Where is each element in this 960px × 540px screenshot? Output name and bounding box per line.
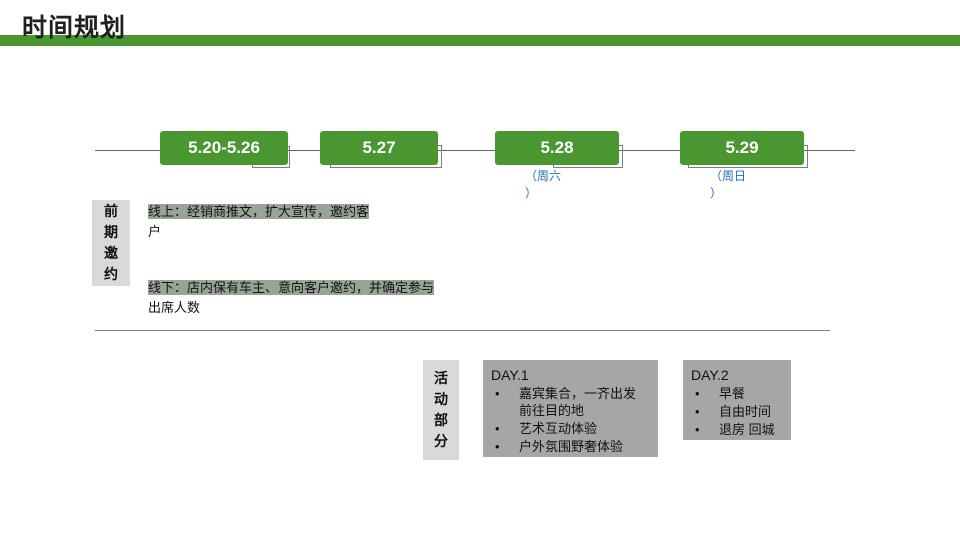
timeline-node-3[interactable]: 5.28	[495, 131, 623, 168]
day-card-2-list: 早餐 自由时间 退房 回城	[691, 385, 781, 438]
list-item: 早餐	[691, 385, 781, 402]
section-label-event-text: 活动部分	[434, 370, 448, 449]
day-card-1[interactable]: DAY.1 嘉宾集合，一齐出发前往目的地 艺术互动体验 户外氛围野奢体验	[483, 360, 658, 457]
prep-row-online: 线上：经销商推文，扩大宣传，邀约客 户	[148, 202, 568, 242]
timeline-node-4-sublabel: （周日 ）	[710, 169, 747, 200]
header-accent-bar	[0, 35, 960, 46]
list-item: 自由时间	[691, 403, 781, 420]
list-item: 嘉宾集合，一齐出发前往目的地	[491, 385, 648, 419]
list-item: 艺术互动体验	[491, 420, 648, 437]
timeline-node-2[interactable]: 5.27	[320, 131, 442, 168]
timeline-node-4[interactable]: 5.29	[680, 131, 808, 168]
day-card-1-title: DAY.1	[491, 367, 529, 383]
prep-row-online-highlight: 线上：经销商推文，扩大宣传，邀约客	[148, 204, 370, 219]
page-title: 时间规划	[22, 14, 127, 42]
timeline-node-1[interactable]: 5.20-5.26	[160, 131, 290, 168]
day-card-1-list: 嘉宾集合，一齐出发前往目的地 艺术互动体验 户外氛围野奢体验	[491, 385, 648, 455]
section-label-preparation: 前期邀约	[92, 200, 130, 286]
timeline-node-label: 5.28	[495, 131, 619, 165]
timeline-node-label: 5.20-5.26	[160, 131, 288, 165]
list-item: 户外氛围野奢体验	[491, 438, 648, 455]
section-label-preparation-text: 前期邀约	[104, 203, 118, 282]
prep-row-online-tail: 户	[148, 224, 162, 239]
day-card-2-title: DAY.2	[691, 367, 729, 383]
section-label-event: 活动部分	[423, 360, 459, 460]
prep-row-offline: 线下：店内保有车主、意向客户邀约，并确定参与 出席人数	[148, 278, 568, 318]
timeline-axis	[95, 150, 855, 151]
section-divider	[95, 330, 830, 331]
timeline-node-3-sublabel: （周六 ）	[525, 169, 562, 200]
list-item: 退房 回城	[691, 421, 781, 438]
timeline-node-label: 5.27	[320, 131, 438, 165]
timeline-node-label: 5.29	[680, 131, 804, 165]
prep-row-offline-highlight: 线下：店内保有车主、意向客户邀约，并确定参与	[148, 280, 435, 295]
day-card-2[interactable]: DAY.2 早餐 自由时间 退房 回城	[683, 360, 791, 440]
prep-row-offline-tail: 出席人数	[148, 300, 201, 315]
